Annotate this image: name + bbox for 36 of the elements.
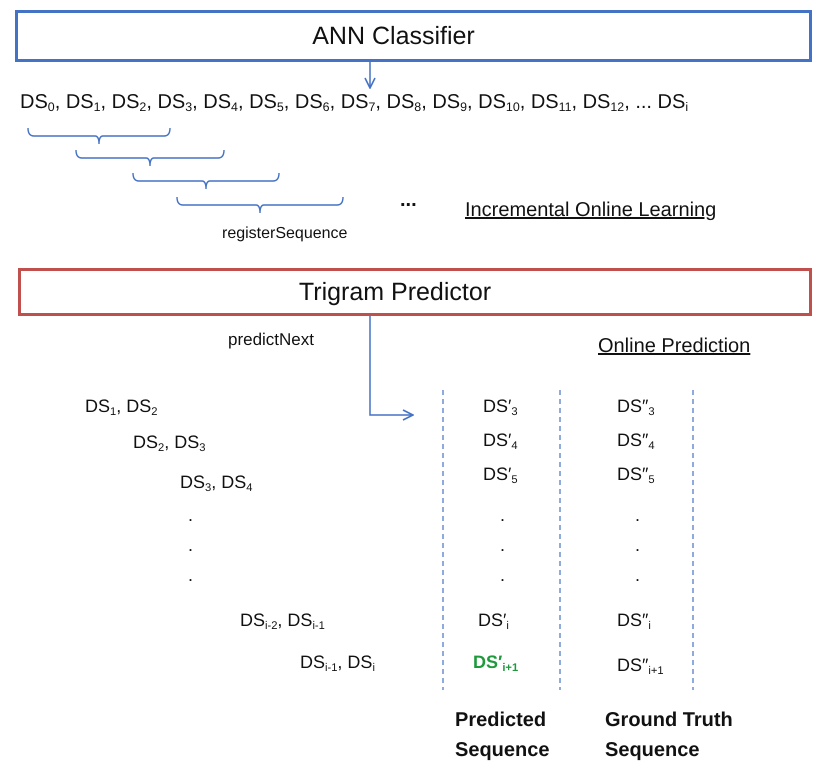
sequence-item: DS′$_{5}$: [483, 464, 518, 488]
arrow: [364, 62, 376, 89]
arrow: [369, 316, 414, 421]
ellipsis: .: [500, 535, 506, 557]
process-box: ANN Classifier: [15, 10, 812, 62]
ellipsis: ...: [400, 188, 417, 212]
caption-text: registerSequence: [222, 224, 348, 244]
predicted-item: DS′$_{i+1}$: [473, 652, 518, 676]
sequence-item: DS′$_{i}$: [478, 610, 509, 634]
process-box: Trigram Predictor: [18, 268, 812, 316]
ellipsis: .: [635, 505, 640, 527]
sequence-pair: DS$_{3}$, DS$_{4}$: [180, 472, 252, 496]
sequence-item: DS′$_{4}$: [483, 430, 518, 454]
ellipsis: .: [635, 565, 640, 587]
sequence-item: DS″$_{4}$: [617, 430, 655, 454]
ellipsis: .: [500, 505, 506, 527]
column-heading: Predicted Sequence: [455, 708, 550, 763]
ellipsis: .: [635, 535, 640, 557]
ellipsis: .: [500, 565, 506, 587]
sequence-pair: DS$_{i-1}$, DS$_{i}$: [300, 652, 375, 676]
sequence-text: DS$_{0}$, DS$_{1}$, DS$_{2}$, DS$_{3}$, DS$_{4}$, DS$_{5}$, DS$_{6}$, DS$_{7}$, DS$_{8}$, DS$_{9}$, DS$_{10}$, DS$_{11}$, DS$_{12}$, ... DS$_{i}$: [20, 88, 810, 118]
ellipsis: .: [188, 505, 194, 527]
ellipsis: .: [188, 565, 194, 587]
sequence-item: DS′$_{3}$: [483, 396, 518, 420]
sequence-pair: DS$_{2}$, DS$_{3}$: [133, 432, 206, 456]
section-heading: Online Prediction: [598, 334, 750, 358]
sequence-pair: DS$_{i-2}$, DS$_{i-1}$: [240, 610, 325, 634]
sequence-pair: DS$_{1}$, DS$_{2}$: [85, 396, 158, 420]
sequence-item: DS″$_{5}$: [617, 464, 655, 488]
sequence-item: DS″$_{i}$: [617, 610, 651, 634]
ellipsis: .: [188, 535, 194, 557]
sequence-item: DS″$_{i+1}$: [617, 655, 664, 678]
edge-label: predictNext: [228, 330, 314, 350]
column-heading: Ground Truth Sequence: [605, 708, 734, 763]
sequence-item: DS″$_{3}$: [617, 396, 655, 420]
section-heading: Incremental Online Learning: [465, 198, 716, 222]
